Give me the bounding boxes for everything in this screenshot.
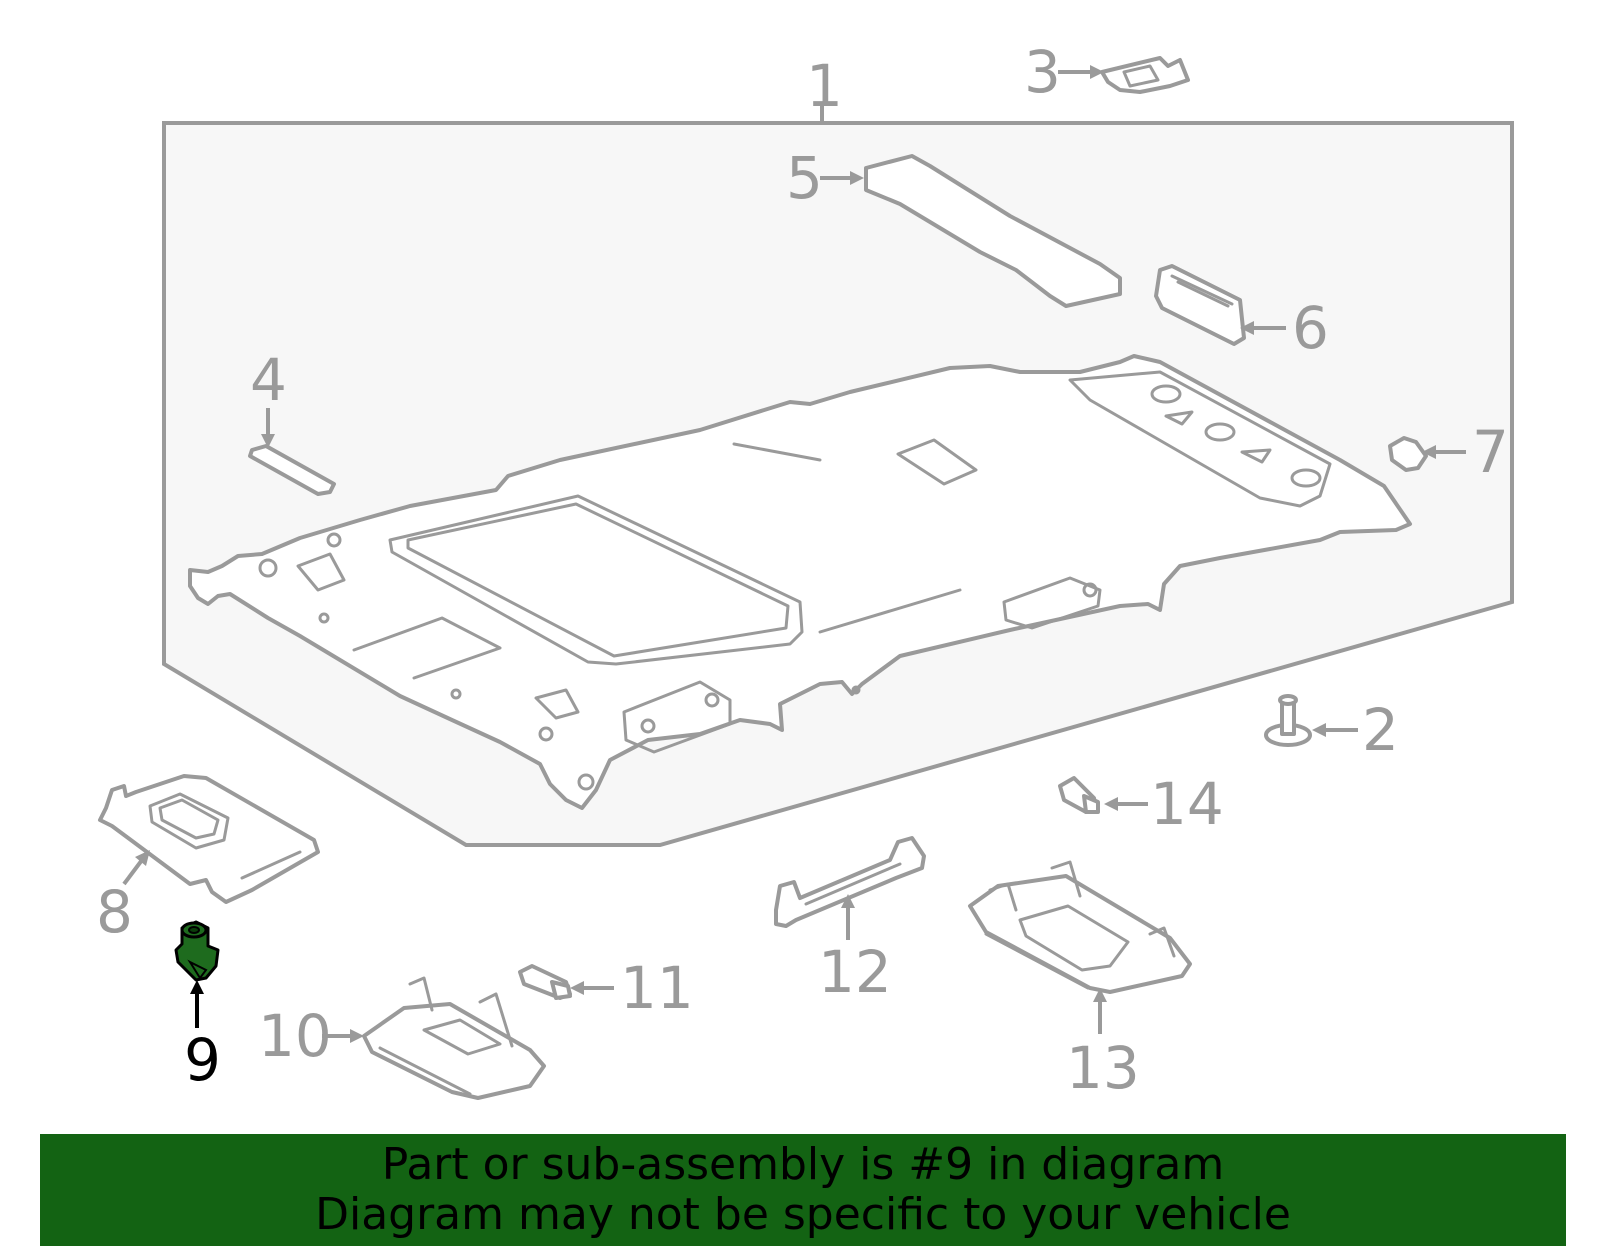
callout-9: 9 — [184, 1026, 221, 1094]
disclaimer-line-vehicle: Diagram may not be specific to your vehi… — [315, 1189, 1291, 1240]
bulb-part-11 — [518, 964, 572, 1000]
grab-handle-part-12 — [774, 836, 926, 928]
callout-4: 4 — [250, 346, 287, 414]
callout-6: 6 — [1292, 294, 1329, 362]
map-lamp-part-10 — [362, 976, 546, 1100]
callout-11: 11 — [620, 954, 694, 1022]
callout-12: 12 — [818, 938, 892, 1006]
callout-8: 8 — [96, 878, 133, 946]
clip-part-3 — [1100, 56, 1190, 94]
callout-14: 14 — [1150, 770, 1224, 838]
bulb-part-14 — [1058, 776, 1100, 814]
pad-part-6 — [1154, 264, 1246, 346]
headliner-part-1 — [188, 354, 1412, 810]
disclaimer-banner: Part or sub-assembly is #9 in diagram Di… — [40, 1134, 1566, 1246]
callout-7: 7 — [1472, 418, 1509, 486]
disclaimer-line-part: Part or sub-assembly is #9 in diagram — [381, 1139, 1225, 1190]
plug-part-7 — [1388, 436, 1428, 472]
console-part-13 — [968, 860, 1192, 994]
callout-1: 1 — [806, 52, 843, 120]
callout-5: 5 — [786, 144, 823, 212]
parts-diagram: 1 2 3 4 5 6 7 8 9 10 11 12 13 14 — [96, 38, 1514, 1102]
callout-10: 10 — [258, 1002, 332, 1070]
callout-3: 3 — [1024, 38, 1061, 106]
callout-2: 2 — [1362, 696, 1399, 764]
callout-13: 13 — [1066, 1034, 1140, 1102]
pad-part-5 — [864, 154, 1122, 308]
pad-part-4 — [248, 444, 336, 496]
retainer-part-2 — [1264, 694, 1312, 747]
screw-part-9 — [174, 920, 220, 982]
sun-visor-part-8 — [98, 774, 320, 904]
